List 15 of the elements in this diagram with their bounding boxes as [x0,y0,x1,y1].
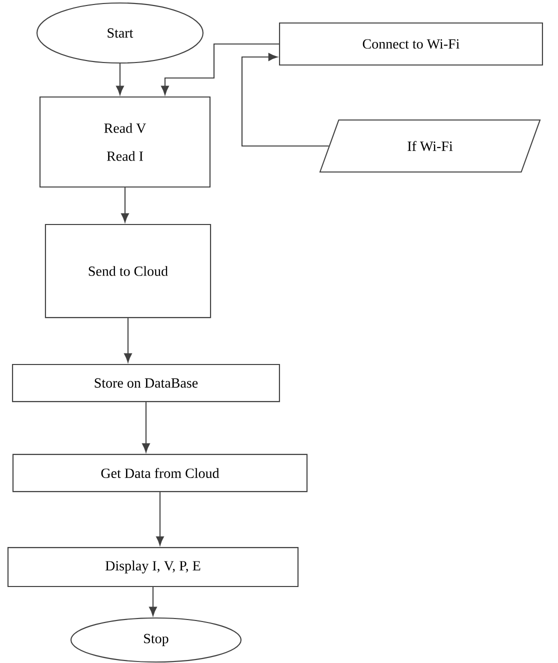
process-box: Read V Read I [39,96,211,188]
arrow [161,43,279,95]
process-box: Send to Cloud [44,224,212,318]
arrow [156,492,164,546]
arrow [116,64,124,95]
process-box: Connect to Wi-Fi [279,22,543,66]
arrow [142,402,150,452]
process-box: Display I, V, P, E [7,547,299,587]
arrow [121,188,129,222]
input-parallelogram: If Wi-Fi [319,119,541,173]
process-box: Store on DataBase [12,364,280,402]
arrow [124,318,132,362]
arrow [241,53,329,147]
process-box: Get Data from Cloud [12,454,308,492]
arrow [149,587,157,616]
